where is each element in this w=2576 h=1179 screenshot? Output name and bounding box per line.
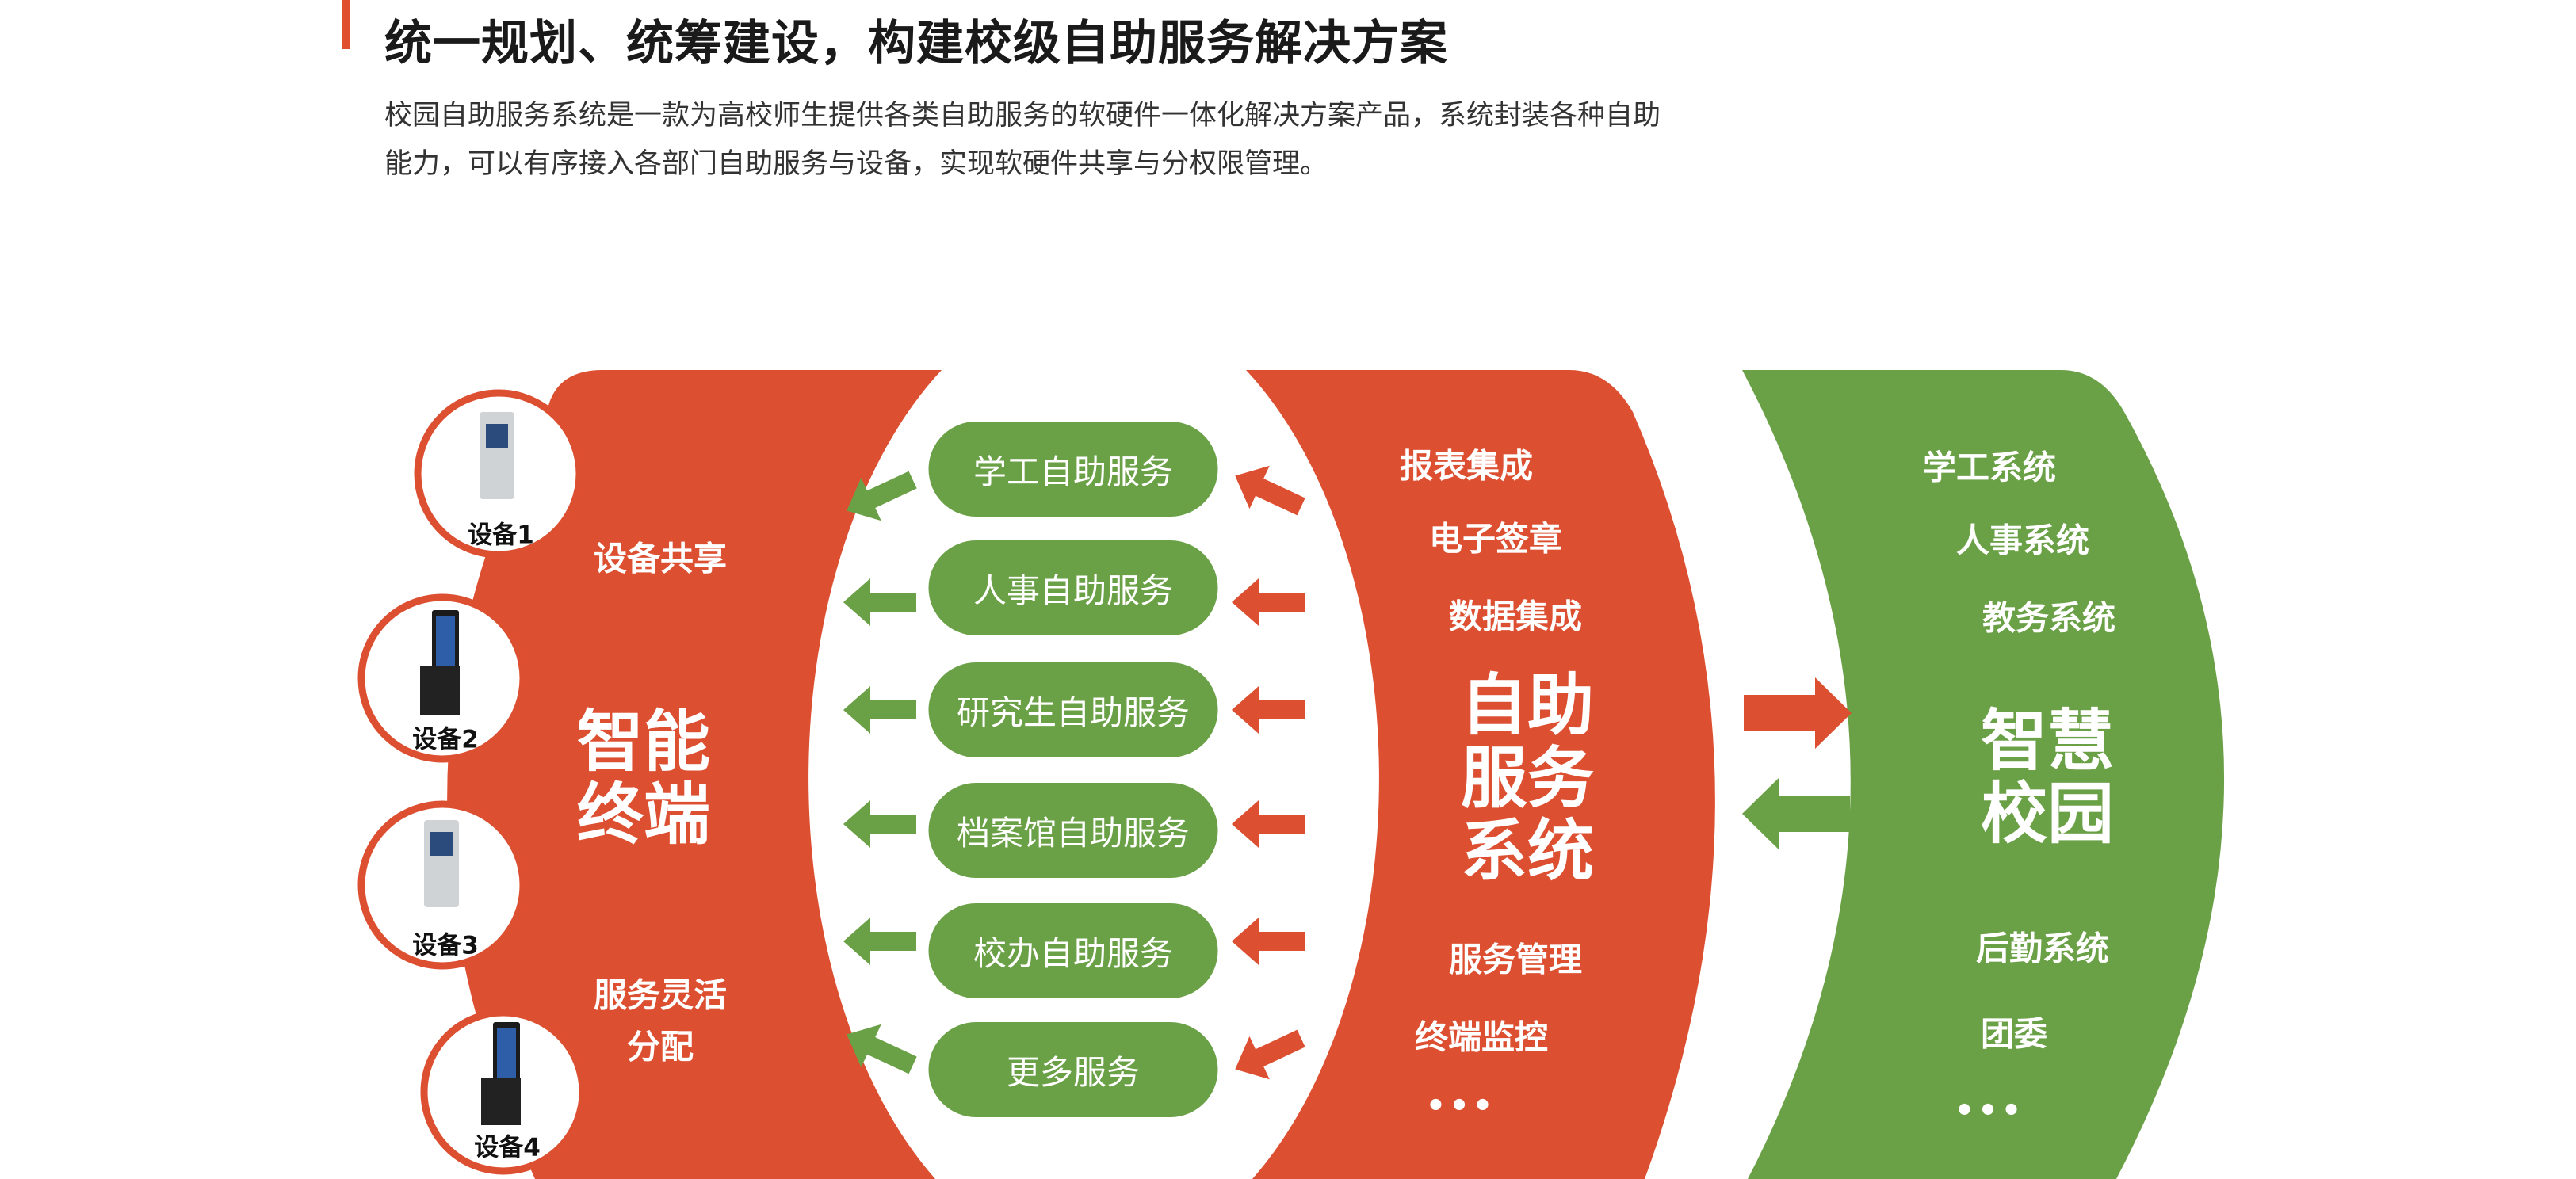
title-line: 智能 [576,703,711,780]
red-arrow-left-icon [1232,800,1305,848]
flex-allocation-line-2: 分配 [626,1027,694,1066]
system-more-dots: ••• [1425,1088,1496,1124]
title-line: 终端 [576,776,711,853]
campus-item-student-affairs: 学工系统 [1922,448,2057,487]
campus-item-academic: 教务系统 [1982,598,2116,638]
device-label-4: 设备4 [474,1133,541,1162]
smart-campus-title: 智慧校园 [1981,704,2114,850]
self-service-system-title: 自助服务系统 [1461,669,1594,887]
device-circles [357,389,587,1175]
device-circle-2 [357,593,527,763]
system-item-esign: 电子签章 [1428,519,1563,559]
red-arrow-right-icon [1744,677,1852,749]
title-accent-bar [342,0,350,49]
red-arrow-left-icon [1232,578,1305,626]
system-item-data: 数据集成 [1448,597,1583,636]
title-line: 智慧 [1980,702,2115,780]
system-item-service-mgmt: 服务管理 [1448,940,1583,979]
device-share-label: 设备共享 [593,539,728,578]
service-pill-more: 更多服务 [928,1022,1218,1117]
device-circle-1 [414,389,583,559]
green-arrow-left-icon [847,471,917,521]
service-pill-office: 校办自助服务 [928,903,1218,998]
smart-terminal-title: 智能终端 [577,705,710,851]
green-arrow-left-icon [843,686,916,734]
device-circle-3 [357,800,527,970]
description-line-2: 能力，可以有序接入各部门自助服务与设备，实现软硬件共享与分权限管理。 [384,148,1328,180]
green-arrow-left-icon [843,800,916,848]
title-line: 自助 [1460,666,1595,744]
campus-item-youth-league: 团委 [1980,1014,2048,1054]
page-title: 统一规划、统筹建设，构建校级自助服务解决方案 [384,16,1448,71]
green-arrow-left-icon [847,1024,917,1074]
title-line: 校园 [1980,775,2115,853]
service-pill-hr: 人事自助服务 [928,540,1218,635]
green-band [1742,370,2225,1179]
red-arrow-left-icon [1232,918,1305,965]
green-arrow-left-icon [843,578,916,626]
device-label-2: 设备2 [412,725,479,754]
campus-item-hr: 人事系统 [1955,521,2090,560]
description-line-1: 校园自助服务系统是一款为高校师生提供各类自助服务的软硬件一体化解决方案产品，系统… [384,100,1661,132]
title-line: 系统 [1460,812,1595,890]
red-arrow-left-icon [1235,1029,1305,1080]
device-label-3: 设备3 [412,931,479,960]
device-label-1: 设备1 [468,521,534,550]
service-pill-student-affairs: 学工自助服务 [928,422,1218,517]
service-pill-graduate: 研究生自助服务 [928,662,1218,757]
flex-allocation-line-1: 服务灵活 [593,975,728,1015]
green-arrow-left-big-icon [1742,778,1850,849]
service-pill-archive: 档案馆自助服务 [928,783,1218,878]
device-circle-4 [420,1009,587,1175]
title-line: 服务 [1460,739,1595,817]
red-arrow-left-icon [1232,686,1305,734]
system-item-report: 报表集成 [1399,446,1534,486]
campus-more-dots: ••• [1954,1093,2025,1129]
red-arrow-left-icon [1235,465,1305,516]
campus-item-logistics: 后勤系统 [1975,929,2110,968]
system-item-terminal-monitor: 终端监控 [1414,1017,1549,1057]
green-arrow-left-icon [843,918,916,965]
